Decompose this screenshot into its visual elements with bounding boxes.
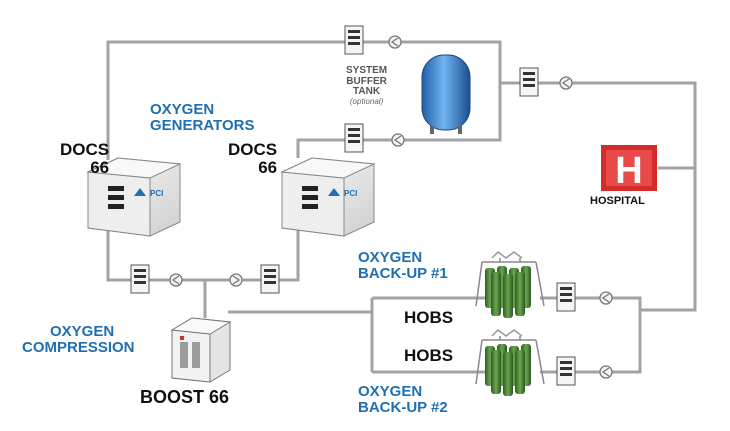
label-hobs-1: HOBS bbox=[404, 308, 454, 327]
label-oxygen-backup-2: OXYGEN BACK-UP #2 bbox=[358, 383, 448, 416]
check-valves bbox=[169, 35, 613, 379]
label-oxygen-compression: OXYGEN COMPRESSION bbox=[22, 323, 135, 356]
pipe-hospital-right bbox=[500, 81, 697, 312]
check-valve-icon bbox=[229, 273, 243, 287]
pipe-top-loop bbox=[106, 40, 502, 160]
buffer-tank bbox=[421, 54, 471, 134]
check-valve-icon bbox=[388, 35, 402, 49]
label-optional: (optional) bbox=[349, 96, 384, 106]
label-boost: BOOST 66 bbox=[140, 387, 230, 407]
oxygen-generator-left: PCI bbox=[86, 157, 182, 237]
meter-icon bbox=[556, 282, 576, 312]
oxygen-generator-right: PCI bbox=[280, 157, 376, 237]
meter-icon bbox=[556, 356, 576, 386]
pipe-backup-out bbox=[540, 296, 642, 374]
pipe-network bbox=[106, 40, 697, 374]
check-valve-icon bbox=[559, 76, 573, 90]
check-valve-icon bbox=[391, 133, 405, 147]
hospital-icon: H bbox=[601, 145, 657, 192]
boost-compressor bbox=[170, 317, 232, 383]
cylinder-bank-1 bbox=[475, 251, 545, 318]
generator-brand-left: PCI bbox=[150, 189, 163, 198]
check-valve-icon bbox=[169, 273, 183, 287]
meter-icon bbox=[130, 264, 150, 294]
label-oxygen-generators: OXYGEN GENERATORS bbox=[150, 101, 255, 134]
meter-icon bbox=[519, 67, 539, 97]
cylinder-bank-2 bbox=[475, 329, 545, 396]
label-oxygen-backup-1: OXYGEN BACK-UP #1 bbox=[358, 249, 448, 282]
meter-icon bbox=[344, 123, 364, 153]
check-valve-icon bbox=[599, 291, 613, 305]
check-valve-icon bbox=[599, 365, 613, 379]
pipe-generator-collector bbox=[106, 228, 300, 282]
label-hospital: HOSPITAL bbox=[590, 195, 645, 207]
hospital-letter: H bbox=[615, 150, 642, 192]
meter-icon bbox=[344, 25, 364, 55]
meter-icon bbox=[260, 264, 280, 294]
pipe-backup-header bbox=[228, 298, 374, 372]
label-docs-right: DOCS 66 bbox=[228, 140, 278, 177]
flow-meters bbox=[130, 25, 576, 386]
label-docs-left: DOCS 66 bbox=[60, 140, 110, 177]
generator-brand-right: PCI bbox=[344, 189, 357, 198]
label-hobs-2: HOBS bbox=[404, 346, 454, 365]
label-system-buffer-tank: SYSTEM BUFFER TANK (optional) bbox=[346, 65, 388, 106]
